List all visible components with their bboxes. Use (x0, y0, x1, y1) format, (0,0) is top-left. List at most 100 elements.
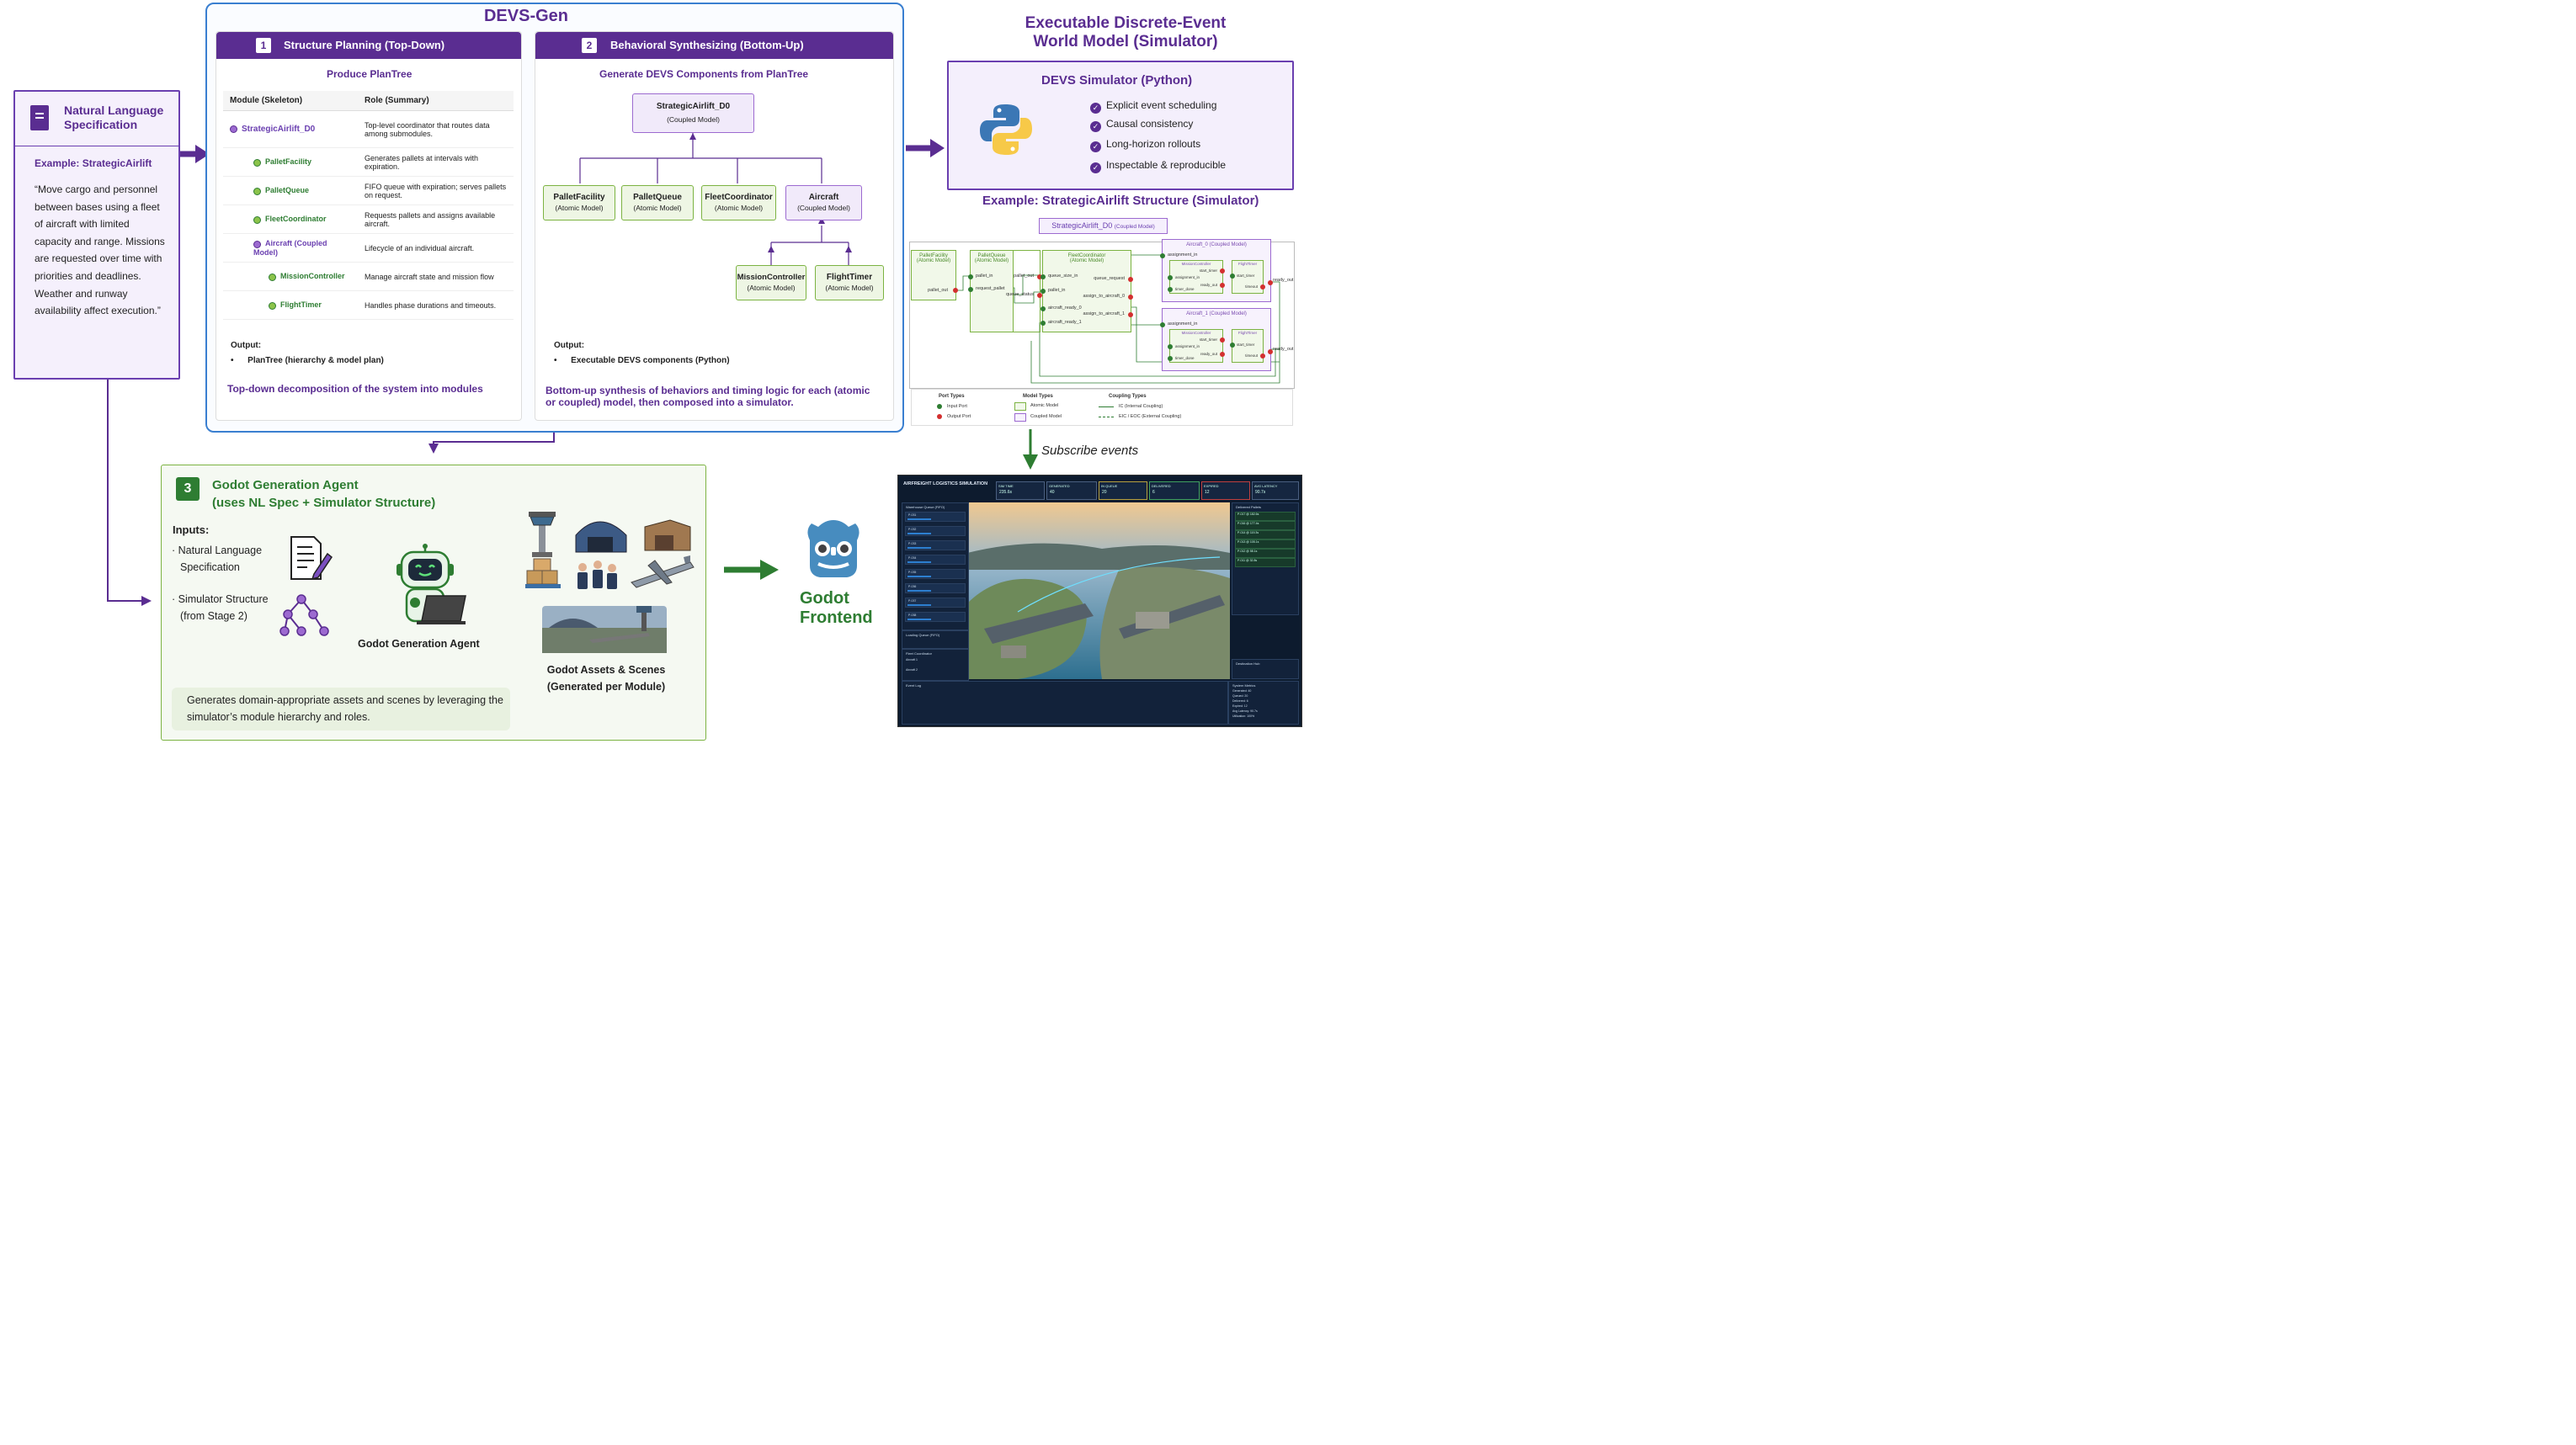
node-dot (269, 273, 276, 281)
sd-model-title: Aircraft_1 (Coupled Model) (1163, 311, 1270, 316)
feature-item: ✓Long-horizon rollouts (1090, 138, 1200, 152)
metric-item: Expired: 12 (1232, 704, 1248, 708)
module-name: PalletQueue (265, 186, 310, 195)
document-pen-icon (290, 536, 333, 581)
input-port-icon (968, 274, 973, 279)
port-label: start_timer (1237, 274, 1255, 278)
metric-item: Generated: 40 (1232, 689, 1252, 693)
queue-item: P-036 (905, 583, 966, 593)
sd-model-title: FleetCoordinator(Atomic Model) (1043, 253, 1131, 263)
stage2-panel: 2 Behavioral Synthesizing (Bottom-Up) Ge… (535, 31, 894, 421)
queue-item: P-034 (905, 555, 966, 565)
output-port-icon (1128, 295, 1133, 300)
model-kind: (Atomic Model) (555, 204, 604, 212)
kpi-value: 235.6s (999, 490, 1013, 495)
sd-kind: (Atomic Model) (916, 258, 951, 263)
legend-label: Input Port (947, 404, 967, 409)
model-kind: (Atomic Model) (747, 284, 796, 292)
col-module: Module (Skeleton) (223, 91, 358, 111)
structure-legend: Port Types Input Port Output Port Model … (911, 389, 1293, 426)
table-row: FlightTimer Handles phase durations and … (223, 290, 514, 320)
queue-item: P-032 (905, 526, 966, 536)
module-cell: StrategicAirlift_D0 (223, 110, 358, 148)
simulator-box-title: DEVS Simulator (Python) (1041, 73, 1193, 88)
table-row: PalletQueue FIFO queue with expiration; … (223, 176, 514, 205)
queue-item: P-038 (905, 612, 966, 622)
nl-spec-header: Natural Language Specification (15, 92, 178, 146)
model-name: Aircraft (808, 193, 839, 202)
sd-kind: (Coupled Model) (1209, 242, 1247, 247)
sd-kind: (Atomic Model) (1069, 258, 1104, 263)
kpi-label: EXPIRED (1204, 484, 1219, 488)
metric-item: Utilization: 100% (1232, 715, 1255, 718)
root-model-name: StrategicAirlift_D0 (656, 102, 731, 111)
stage1-subtitle: Produce PlanTree (327, 68, 412, 80)
simulator-heading-line2: World Model (Simulator) (1033, 33, 1218, 50)
root-kind-text: (Coupled Model) (1114, 224, 1155, 230)
godot-note: Generates domain-appropriate assets and … (172, 688, 510, 730)
destination-hub-panel: Destination Hub (1232, 659, 1299, 679)
legend-label: Atomic Model (1030, 403, 1059, 408)
legend-label: EIC / EOC (External Coupling) (1119, 414, 1182, 419)
role-cell: Generates pallets at intervals with expi… (358, 147, 514, 177)
devs-gen-title: DEVS-Gen (483, 7, 569, 25)
node-dot (253, 240, 261, 248)
port-label: timer_done (1175, 356, 1195, 360)
airbase-scene-icon (542, 606, 667, 653)
legend-label: Output Port (947, 414, 971, 419)
output-port-icon (1128, 312, 1133, 317)
input-port-icon (1168, 356, 1173, 361)
port-label: start_timer (1199, 337, 1217, 342)
sd-model-title: PalletQueue(Atomic Model) (971, 253, 1013, 263)
model-name: FleetCoordinator (705, 193, 773, 202)
kpi-value: 90.7s (1255, 490, 1266, 495)
kpi-value: 40 (1050, 490, 1055, 495)
table-row: Aircraft (Coupled Model) Lifecycle of an… (223, 233, 514, 263)
assets-label: Godot Assets & Scenes (Generated per Mod… (539, 661, 673, 695)
sd-kind: (Coupled Model) (1209, 311, 1247, 316)
queue-item-id: P-038 (908, 614, 917, 617)
input-port-icon (1230, 274, 1235, 279)
model-box-pallet-facility: PalletFacility (Atomic Model) (543, 185, 615, 220)
model-kind: (Atomic Model) (633, 204, 682, 212)
port-label: ready_out (1273, 278, 1294, 283)
root-model-box: StrategicAirlift_D0 (Coupled Model) (632, 93, 754, 133)
check-icon: ✓ (1090, 103, 1101, 114)
port-label: ready_out (1200, 283, 1217, 287)
table-row: MissionController Manage aircraft state … (223, 262, 514, 291)
sd-name: Aircraft_0 (1186, 242, 1208, 247)
module-name: PalletFacility (265, 157, 312, 167)
stage2-summary: Bottom-up synthesis of behaviors and tim… (546, 385, 870, 408)
nl-title-line1: Natural Language (64, 104, 164, 117)
delivered-title: Delivered Pallets (1236, 505, 1262, 509)
stage1-output-label: Output: (231, 341, 262, 350)
input-port-icon (937, 404, 942, 409)
godot-note-text: Generates domain-appropriate assets and … (187, 694, 503, 723)
kpi-label: DELIVERED (1152, 484, 1171, 488)
frontend-line2: Frontend (800, 608, 873, 627)
port-label: queue_request (1094, 276, 1125, 281)
output-port-icon (1220, 352, 1225, 357)
module-cell: Aircraft (Coupled Model) (223, 233, 358, 263)
queue-item-id: P-033 (908, 542, 917, 545)
port-label: timeout (1245, 353, 1258, 358)
legend-heading: Port Types (939, 394, 965, 399)
input1-line1: Natural Language (178, 545, 263, 556)
stage2-output-text: Executable DEVS components (Python) (571, 356, 730, 365)
queue-item: P-035 (905, 569, 966, 579)
atomic-swatch (1014, 402, 1026, 411)
loading-queue-panel: Loading Queue (FIFO) (902, 630, 969, 649)
table-row: StrategicAirlift_D0 Top-level coordinato… (223, 110, 514, 148)
sd-name: MissionController (1181, 262, 1211, 266)
sd-mission-controller: MissionController start_timer assignment… (1168, 329, 1225, 363)
module-cell: PalletFacility (223, 147, 358, 177)
delivered-item: P-013 @ 105.1s (1235, 539, 1296, 549)
module-name: StrategicAirlift_D0 (242, 125, 316, 134)
role-cell: Requests pallets and assigns available a… (358, 205, 514, 234)
delivered-item: P-012 @ 58.1s (1235, 549, 1296, 558)
sd-name: PalletQueue (977, 253, 1006, 258)
feature-item: ✓Inspectable & reproducible (1090, 159, 1226, 173)
queue-title: Warehouse Queue (FIFO) (906, 505, 945, 509)
